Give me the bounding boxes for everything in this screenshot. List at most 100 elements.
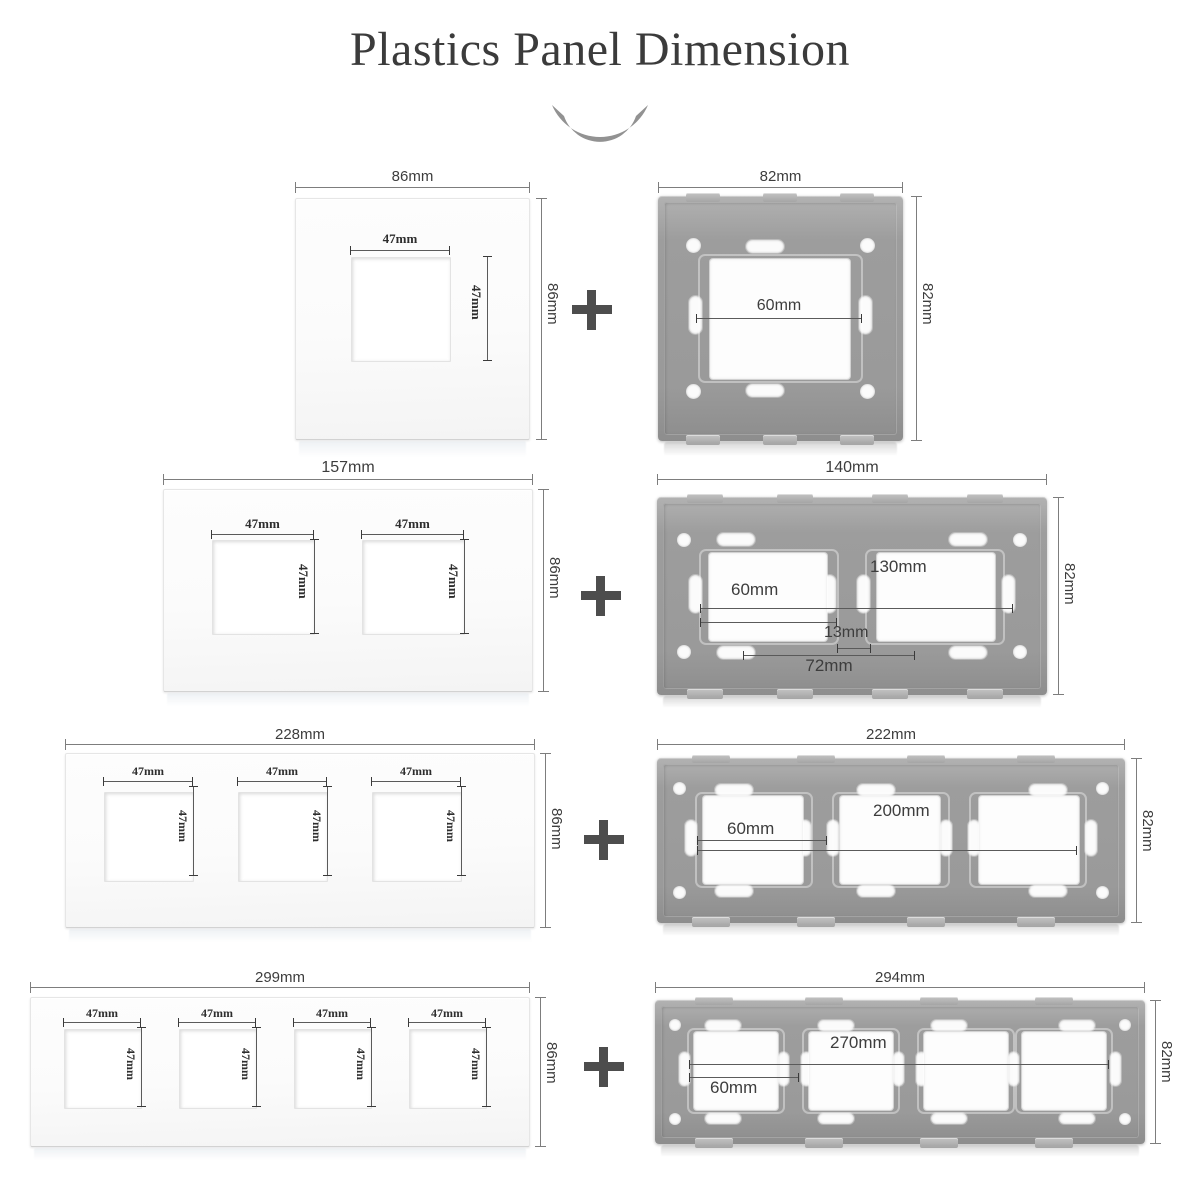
screw-hole — [1013, 533, 1027, 547]
panel-reflection — [299, 441, 526, 457]
measure-line-cutout-w-3b — [237, 777, 327, 786]
frame-cutout — [840, 796, 940, 884]
dim-label-height-frame-4: 82mm — [1158, 1041, 1175, 1083]
frame-tab — [1035, 1138, 1073, 1148]
mounting-slot — [717, 533, 755, 546]
mounting-slot — [685, 820, 697, 856]
panel-cutout — [179, 1029, 257, 1109]
screw-hole — [669, 1113, 681, 1125]
panel-cutout — [212, 540, 315, 635]
frame-tab — [1035, 997, 1073, 1005]
mounting-slot — [859, 296, 872, 334]
frame-tab — [695, 1138, 733, 1148]
frame-tab — [805, 997, 843, 1005]
dim-label-cutout-height: 47mm — [296, 564, 311, 599]
measure-line-cutout-w-1 — [350, 246, 450, 255]
mounting-slot — [1110, 1052, 1121, 1086]
dim-label-span-60: 60mm — [727, 819, 775, 838]
measure-line-cutout-w-4d — [408, 1018, 486, 1027]
mounting-slot — [916, 1052, 927, 1086]
mounting-slot — [827, 820, 839, 856]
measure-line-span-72 — [743, 651, 915, 660]
screw-hole — [677, 645, 691, 659]
frame-tab — [692, 917, 730, 927]
screw-hole — [673, 886, 686, 899]
mounting-slot — [778, 1052, 789, 1086]
dim-label-width-frame-4: 294mm — [874, 969, 926, 986]
mounting-slot — [746, 384, 784, 397]
dim-label-width-frame-1: 82mm — [759, 168, 802, 185]
dim-label-span-130: 130mm — [870, 557, 927, 576]
gray-frame-2-gang — [657, 494, 1047, 699]
panel-cutout — [351, 257, 451, 362]
dim-label-cutout-width: 47mm — [400, 764, 432, 778]
plus-separator-2 — [581, 576, 621, 616]
mounting-slot — [818, 1113, 854, 1124]
mounting-slot — [1085, 820, 1097, 856]
dim-label-span-60: 60mm — [731, 580, 779, 599]
measure-line-span-60 — [697, 836, 827, 845]
mounting-slot — [715, 885, 753, 897]
frame-reflection — [661, 1145, 1139, 1157]
dim-label-cutout-width: 47mm — [382, 231, 418, 246]
dim-line-width-frame-4 — [655, 982, 1145, 993]
panel-cutout — [104, 792, 194, 882]
dim-line-width-panel-1 — [295, 182, 530, 193]
dim-label-height-frame-3: 82mm — [1139, 810, 1156, 852]
frame-tab — [686, 193, 720, 202]
dim-label-span-270: 270mm — [830, 1033, 887, 1052]
frame-tab — [907, 755, 945, 763]
dim-label-height-frame-2: 82mm — [1061, 563, 1078, 605]
measure-line-span-13 — [837, 644, 871, 653]
dim-line-height-panel-3 — [540, 753, 551, 928]
mounting-slot — [705, 1020, 741, 1031]
frame-cutout — [979, 796, 1079, 884]
dim-line-height-frame-4 — [1150, 1000, 1161, 1144]
frame-tab — [907, 917, 945, 927]
frame-cutout — [1022, 1032, 1106, 1110]
frame-tab — [920, 1138, 958, 1148]
frame-cutout — [924, 1032, 1008, 1110]
dim-line-width-panel-2 — [163, 474, 533, 485]
frame-tab — [967, 689, 1003, 699]
dim-label-height-frame-1: 82mm — [919, 283, 936, 325]
dim-label-height-panel-2: 86mm — [546, 557, 563, 599]
arc-divider-icon — [552, 105, 648, 142]
measure-line-span-270 — [689, 1060, 1109, 1069]
dim-label-cutout-height: 47mm — [239, 1048, 253, 1080]
mounting-slot — [940, 820, 952, 856]
dim-label-cutout-width: 47mm — [86, 1006, 118, 1020]
dim-label-cutout-width: 47mm — [245, 516, 280, 531]
mounting-slot — [1008, 1052, 1019, 1086]
screw-hole — [686, 384, 701, 399]
dim-label-cutout-height: 47mm — [176, 810, 190, 842]
dim-label-cutout-width: 47mm — [201, 1006, 233, 1020]
frame-cutout — [709, 553, 827, 641]
mounting-slot — [1029, 885, 1067, 897]
mounting-slot — [1059, 1020, 1095, 1031]
dim-label-cutout-height: 47mm — [310, 810, 324, 842]
panel-cutout — [238, 792, 328, 882]
frame-tab — [1017, 917, 1055, 927]
measure-line-cutout-h-1 — [483, 256, 492, 361]
plus-separator-3 — [584, 820, 624, 860]
dim-label-span-60: 60mm — [710, 1078, 758, 1097]
dim-label-height-panel-1: 86mm — [544, 283, 561, 325]
frame-tab — [686, 435, 720, 445]
frame-tab — [777, 494, 813, 503]
dim-label-cutout-width: 47mm — [132, 764, 164, 778]
dim-label-cutout-height: 47mm — [469, 285, 484, 320]
frame-tab — [797, 755, 835, 763]
plus-separator-1 — [572, 290, 612, 330]
frame-tab — [967, 494, 1003, 503]
screw-hole — [1119, 1019, 1131, 1031]
dim-label-cutout-width: 47mm — [316, 1006, 348, 1020]
dim-label-width-panel-1: 86mm — [391, 168, 434, 185]
frame-cutout — [710, 259, 850, 379]
panel-cutout — [64, 1029, 142, 1109]
panel-reflection — [167, 693, 529, 707]
plus-separator-4 — [584, 1047, 624, 1087]
mounting-slot — [949, 646, 987, 659]
measure-line-span-60 — [689, 1073, 799, 1082]
frame-reflection — [663, 696, 1041, 708]
